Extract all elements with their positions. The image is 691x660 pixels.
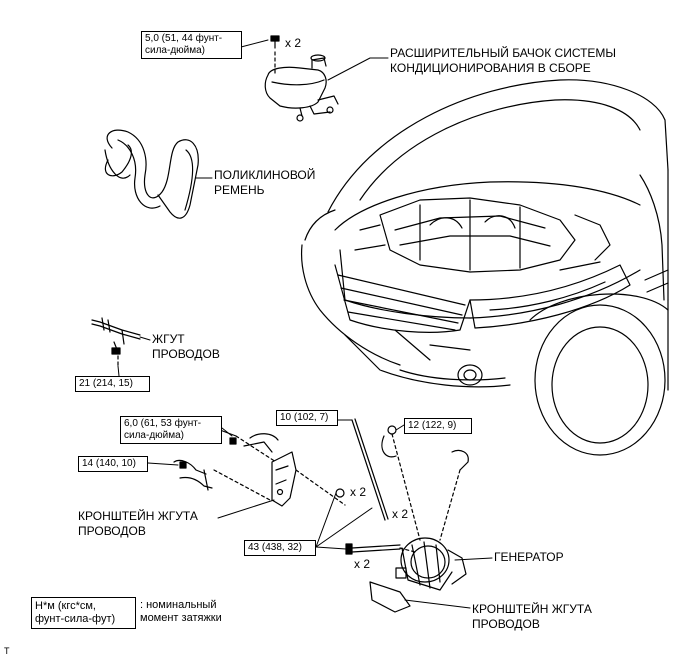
leader-lines (117, 39, 493, 609)
label-bracket-right-line1: КРОНШТЕЙН ЖГУТА (472, 602, 592, 616)
legend-description-line2: момент затяжки (140, 612, 222, 624)
torque-box-harness-bolt: 21 (214, 15) (75, 376, 150, 392)
label-bracket-left-line1: КРОНШТЕЙН ЖГУТА (78, 509, 198, 523)
torque-harness-value: 21 (214, 15) (79, 378, 133, 389)
torque-bracket-top-line1: 6,0 (61, 53 фунт- (124, 418, 202, 429)
nut-multiplier: x 2 (350, 485, 367, 499)
label-expansion-tank-line2: КОНДИЦИОНИРОВАНИЯ В СБОРЕ (390, 61, 591, 75)
legend-units-line1: Н*м (кгс*см, (35, 600, 96, 612)
short-bolt-multiplier: x 2 (354, 557, 371, 571)
torque-box-gen-nut: 12 (122, 9) (404, 418, 472, 434)
label-generator: ГЕНЕРАТОР (494, 550, 564, 565)
torque-gen-main-value: 43 (438, 32) (248, 542, 302, 553)
car-front-illustration (300, 79, 669, 456)
legend-description-line1: : номинальный (140, 599, 217, 611)
torque-gen-top-value: 10 (102, 7) (280, 412, 329, 423)
torque-bracket-top-line2: сила-дюйма) (124, 430, 184, 441)
label-harness-bracket-right: КРОНШТЕЙН ЖГУТА ПРОВОДОВ (472, 602, 592, 632)
tank-bolt-multiplier: x 2 (285, 36, 302, 50)
label-belt-line2: РЕМЕНЬ (214, 183, 265, 197)
label-v-ribbed-belt: ПОЛИКЛИНОВОЙ РЕМЕНЬ (214, 168, 315, 198)
torque-gen-nut-value: 12 (122, 9) (408, 420, 457, 431)
generator-illustration (335, 418, 469, 613)
label-wire-harness: ЖГУТ ПРОВОДОВ (152, 332, 220, 362)
label-bracket-left-line2: ПРОВОДОВ (78, 524, 146, 538)
wire-harness-illustration (91, 317, 141, 367)
label-generator-text: ГЕНЕРАТОР (494, 550, 564, 564)
expansion-tank-illustration (264, 35, 339, 122)
label-harness-bracket-left: КРОНШТЕЙН ЖГУТА ПРОВОДОВ (78, 509, 198, 539)
label-harness-line1: ЖГУТ (152, 332, 185, 346)
label-harness-line2: ПРОВОДОВ (152, 347, 220, 361)
legend-units-box: Н*м (кгс*см, фунт-сила-фут) (31, 597, 136, 629)
torque-box-tank-bolt: 5,0 (51, 44 фунт- сила-дюйма) (141, 31, 242, 59)
legend-description: : номинальный момент затяжки (140, 599, 222, 625)
torque-tank-line2: сила-дюйма) (145, 45, 205, 56)
torque-box-bracket-top: 6,0 (61, 53 фунт- сила-дюйма) (120, 416, 222, 444)
label-expansion-tank: РАСШИРИТЕЛЬНЫЙ БАЧОК СИСТЕМЫ КОНДИЦИОНИР… (390, 46, 616, 76)
long-bolt-multiplier: x 2 (392, 507, 409, 521)
harness-bracket-left-illustration (173, 429, 346, 507)
v-ribbed-belt-illustration (104, 129, 199, 219)
torque-box-bracket-left: 14 (140, 10) (78, 456, 148, 472)
torque-box-gen-main: 43 (438, 32) (244, 540, 316, 556)
figure-id: T (4, 646, 10, 656)
torque-box-gen-top: 10 (102, 7) (276, 410, 338, 426)
label-bracket-right-line2: ПРОВОДОВ (472, 617, 540, 631)
label-expansion-tank-line1: РАСШИРИТЕЛЬНЫЙ БАЧОК СИСТЕМЫ (390, 46, 617, 60)
label-belt-line1: ПОЛИКЛИНОВОЙ (214, 168, 316, 182)
torque-bracket-left-value: 14 (140, 10) (82, 458, 136, 469)
torque-tank-line1: 5,0 (51, 44 фунт- (145, 33, 223, 44)
legend-units-line2: фунт-сила-фут) (35, 613, 116, 625)
